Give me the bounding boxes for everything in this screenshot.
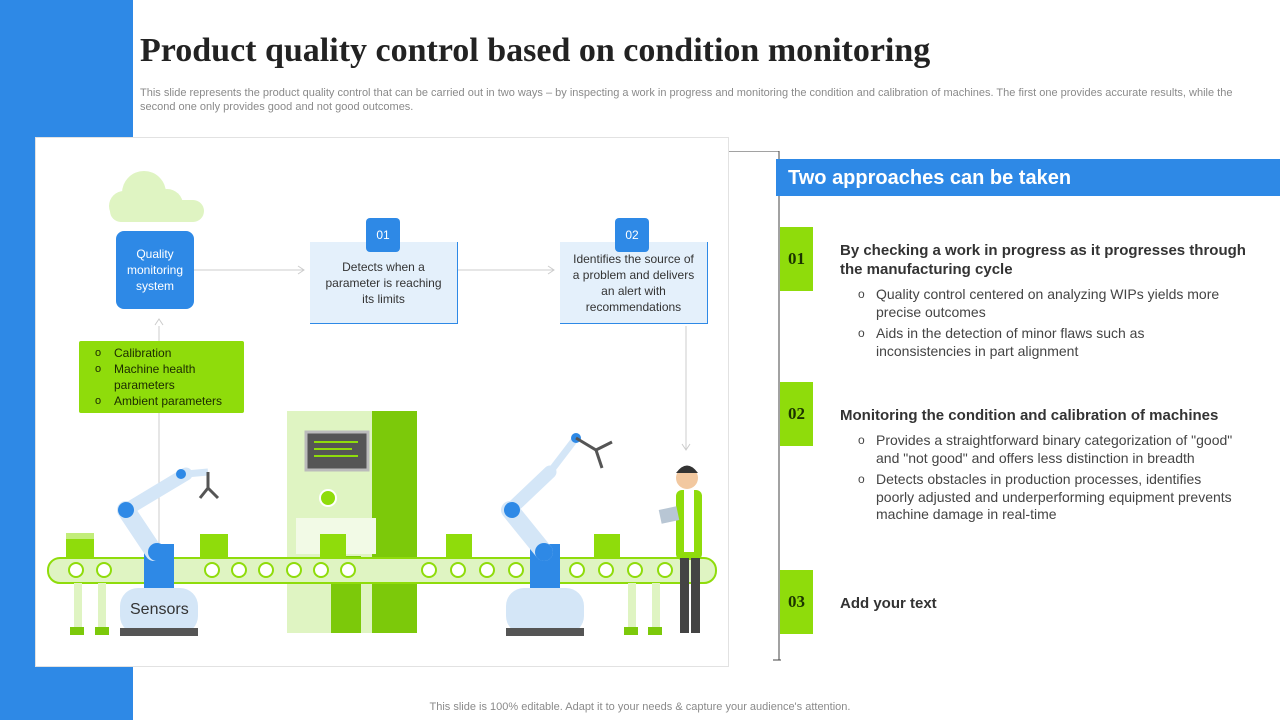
flow-connectors: [154, 265, 691, 558]
approach-number-1: 01: [780, 227, 813, 291]
robot-arm-right: [501, 433, 613, 636]
timeline-bracket: [729, 151, 781, 661]
sensors-label: Sensors: [130, 601, 189, 618]
step-1-badge: 01: [366, 218, 400, 252]
step-1-card: Detects when a parameter is reaching its…: [310, 242, 458, 324]
approach-2-points: Provides a straightforward binary catego…: [858, 432, 1238, 528]
step-1-text: Detects when a parameter is reaching its…: [325, 259, 442, 306]
parameter-item: Ambient parameters: [95, 393, 244, 409]
page-title: Product quality control based on conditi…: [140, 32, 931, 69]
approach-2-title: Monitoring the condition and calibration…: [840, 407, 1219, 424]
approach-point: Detects obstacles in production processe…: [858, 471, 1238, 524]
step-2-text: Identifies the source of a problem and d…: [572, 251, 695, 314]
approach-point: Quality control centered on analyzing WI…: [858, 286, 1238, 321]
factory-scene: [47, 171, 717, 636]
approach-point: Provides a straightforward binary catego…: [858, 432, 1238, 467]
approach-point: Aids in the detection of minor flaws suc…: [858, 325, 1238, 360]
approach-3-title: Add your text: [840, 595, 937, 612]
inspector-person: [658, 465, 702, 633]
step-2-badge: 02: [615, 218, 649, 252]
page-subtitle: This slide represents the product qualit…: [140, 87, 1233, 113]
sensor-stand: [120, 628, 198, 636]
step-2-card: Identifies the source of a problem and d…: [560, 242, 708, 324]
cloud-icon: [109, 171, 204, 222]
approach-1-title: By checking a work in progress as it pro…: [840, 242, 1246, 278]
parameter-item: Machine health parameters: [95, 361, 244, 393]
approach-1-points: Quality control centered on analyzing WI…: [858, 286, 1238, 364]
inspection-machine: [287, 411, 417, 633]
parameters-box: Calibration Machine health parameters Am…: [79, 341, 244, 413]
product-boxes: [66, 533, 620, 558]
footer-note: This slide is 100% editable. Adapt it to…: [429, 701, 851, 713]
quality-monitoring-system-box: Quality monitoring system: [116, 231, 194, 309]
approaches-header: Two approaches can be taken: [776, 159, 1280, 196]
parameter-item: Calibration: [95, 345, 244, 361]
approach-number-2: 02: [780, 382, 813, 446]
approach-number-3: 03: [780, 570, 813, 634]
factory-illustration-panel: Quality monitoring system Detects when a…: [35, 137, 729, 667]
